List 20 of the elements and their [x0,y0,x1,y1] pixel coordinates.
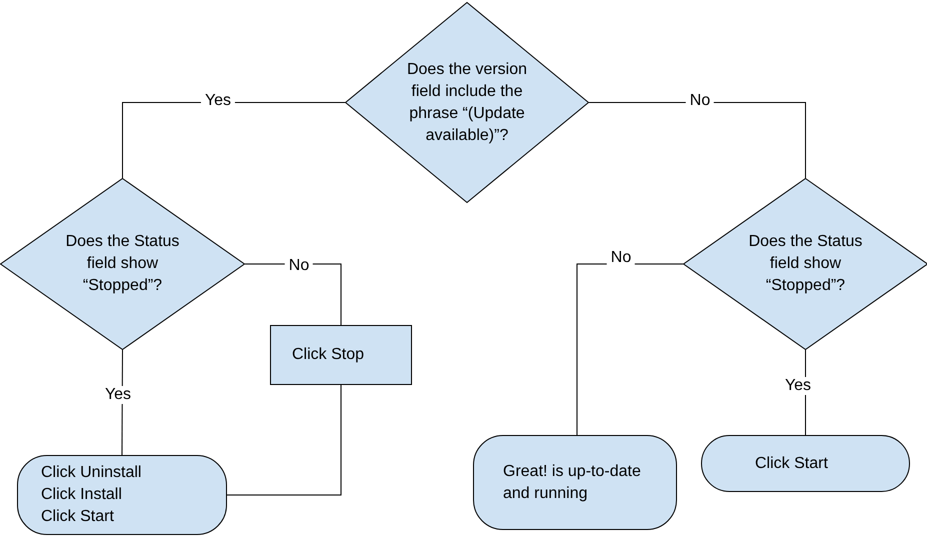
node-text: Click Uninstall [41,463,142,483]
edge-label: No [606,249,636,267]
terminal-box [473,435,677,530]
connector-line [588,102,806,178]
node-text: Click Start [755,454,829,474]
node-text: Great! is up-to-date and running [503,462,642,504]
node-text: Click Start [41,507,115,527]
terminal-box [17,455,227,535]
node-text: Does the version field include the phrase “(Update available)”? [406,60,528,146]
node-text: Does the Status field show “Stopped”? [748,232,864,296]
decision-diamond [0,178,245,350]
decision-diamond [683,178,927,350]
connector-line [576,264,684,436]
connector-line [226,384,342,496]
node-text: Click Stop [292,345,366,365]
node-text: Click Install [41,485,123,505]
node-text: Does the Status field show “Stopped”? [64,232,180,296]
connector-line [122,102,346,178]
decision-diamond [345,2,589,203]
process-box [270,325,412,385]
